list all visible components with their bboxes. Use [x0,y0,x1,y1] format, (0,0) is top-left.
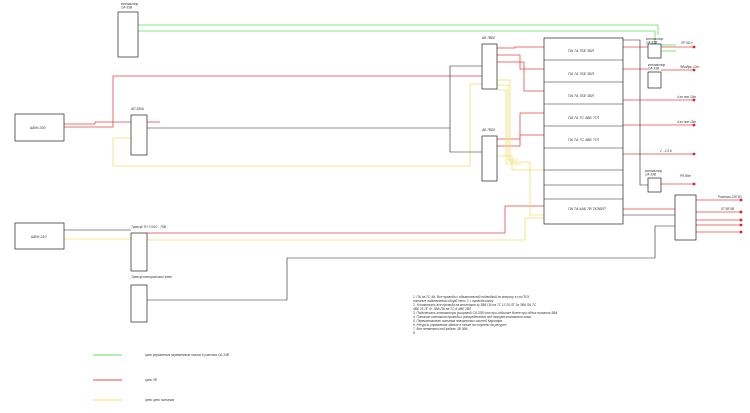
panel-row-label: ПА 7А 4АБ 7В 7КЭВЛ7 [568,207,607,211]
cabinet-block: Трансф ТН 7/1/10 - 7КВ [130,225,167,272]
svg-text:ФБоВри 12т: ФБоВри 12т [680,65,699,69]
distribution-panel: ПА 7А 7БЕ 3ВЛ ПА 7А 7БЕ 3ВЛ ПА 7А 7БЕ 3В… [543,37,624,225]
svg-text:АП-380А: АП-380А [130,107,144,111]
svg-text:Розетки 220 В1: Розетки 220 В1 [718,195,742,199]
svg-text:57 5В 5В: 57 5В 5В [721,207,735,211]
source-box-upper: ШВН-330 [14,113,65,142]
svg-text:Трансф контрольных элем: Трансф контрольных элем [131,275,172,279]
svg-text:питание подключения общей сеть: питание подключения общей сеть 3 = прово… [413,299,494,303]
legend-label: цепь управления переменным током 6 участ… [145,353,230,357]
cable-block-mid: АВ 7ВБЕ [481,128,498,182]
svg-text:4 кл пон 15т: 4 кл пон 15т [677,95,697,99]
panel-row-label: ПА 7А 7БЕ 3ВЛ [568,72,594,76]
svg-text:ШВН-330: ШВН-330 [30,126,46,130]
cable-block-top: АВ 7ВБЕ [481,36,498,90]
source-box-lower: ШВН-310 [14,222,65,250]
yellow-wires [64,79,544,241]
legend: цепь управления переменным током 6 участ… [93,353,230,402]
output-labels: ЛР 68 п ФБоВри 12т 4 кл пон 15т 4 кл пон… [659,41,735,211]
svg-text:8.: 8. [413,331,416,335]
red-wires [64,46,742,234]
panel-row-label: ПА 7А 7С 4ВБ 7ГЛ [568,116,600,120]
svg-text:ЛР 68 п: ЛР 68 п [680,41,693,45]
panel-row-label: ПА 7А 7БЕ 3ВЛ [568,94,594,98]
svg-text:4 кл пон 15т: 4 кл пон 15т [677,120,697,124]
lower-right-box: Розетки 220 В1 [674,194,742,241]
svg-text:ШВН-310: ШВН-310 [31,235,47,239]
panel-row-label: ПА 7А 7С 4ВБ 7ГЛ [568,138,600,142]
notes-block: 1. ПА на 7С 4А. Все провода с обязательн… [412,295,557,335]
legend-label: цепь 3Ф [145,378,158,382]
svg-text:2. Установить все провода на м: 2. Установить все провода на мостовые а)… [412,303,537,307]
svg-text:1. ПА на 7С 4А. Все провода с: 1. ПА на 7С 4А. Все провода с обязательн… [413,295,530,299]
svg-text:4ВЕ 25 ЛГ 4+ 3ВА ПА на 7С А: 4ВЕ 25 ЛГ 4+ 3ВА ПА на 7С А 4ВЕ 2ВЛ [413,307,472,311]
panel-row-label: ПА 7А 7БЕ 3ВЛ [568,49,594,53]
svg-text:РК 6бт: РК 6бт [680,174,691,178]
bottom-block: Трансф контрольных элем [130,275,172,323]
svg-text:Трансф ТН 7/1/10 - 7КВ: Трансф ТН 7/1/10 - 7КВ [131,225,167,229]
legend-label: цепь цепи питания [145,398,174,402]
svg-text:5. Переключатели питания повор: 5. Переключатели питания поворотных част… [413,319,502,323]
svg-text:АВ 7ВБЕ: АВ 7ВБЕ [481,128,496,132]
mid-block: АП-380А [130,107,148,156]
terminal-dots [692,45,743,234]
svg-text:АВ 7ВБЕ: АВ 7ВБЕ [481,36,496,40]
green-wires [138,24,676,52]
svg-text:4. Питание контакта провода и: 4. Питание контакта провода и распределе… [413,315,531,319]
black-wires [64,39,675,301]
svg-text:2 - 2.5 К: 2 - 2.5 К [659,149,673,153]
svg-text:3. Подключить контакторы уширо: 3. Подключить контакторы ушировой СА-33В… [413,311,557,315]
svg-text:7. Все элементы под кабель 3: 7. Все элементы под кабель 3В 3ВА [413,327,468,331]
svg-text:6. Ресурсы управления здание в: 6. Ресурсы управления здание в точке на … [413,323,507,327]
